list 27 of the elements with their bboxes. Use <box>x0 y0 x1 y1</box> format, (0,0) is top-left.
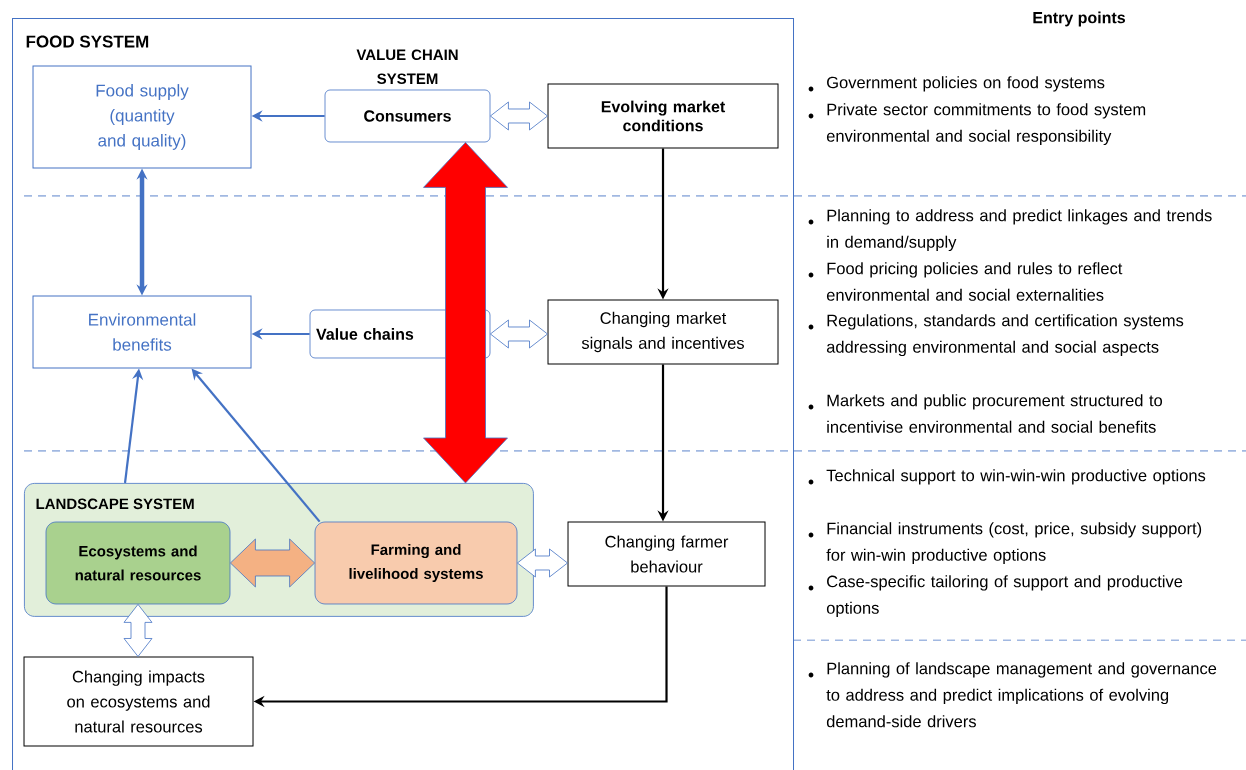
heading: VALUE CHAIN SYSTEM <box>356 49 458 85</box>
process-box: Farming and livelihood systems <box>314 521 518 605</box>
bullet-item: Food pricing policies and rules to reflect environmental and social externalities <box>808 262 1123 301</box>
process-box: Environmental benefits <box>32 295 252 369</box>
block-arrow <box>230 538 315 588</box>
block-arrow <box>423 142 508 484</box>
bullet-item: Planning to address and predict linkages and trends in demand/supply <box>808 209 1212 252</box>
process-box: Evolving market conditions <box>547 83 779 149</box>
bullet-item: Government policies on food systems <box>808 76 1105 92</box>
block-arrow <box>490 319 548 349</box>
heading: Entry points <box>1033 11 1125 27</box>
bullet-item: Regulations, standards and certification systems addressing environmental and social aspects <box>808 314 1184 357</box>
bullet-item: Private sector commitments to food system environmental and social responsibility <box>808 103 1146 146</box>
block-arrow <box>123 604 153 657</box>
bullet-item: Markets and public procurement structured to incentivise environmental and social benefits <box>808 394 1163 433</box>
process-box: Changing farmer behaviour <box>567 521 766 587</box>
process-box: Ecosystems and natural resources <box>45 521 231 605</box>
bullet-item: Technical support to win-win-win productive options <box>808 469 1206 485</box>
process-box: Food supply (quantity and quality) <box>32 65 252 169</box>
bullet-item: Planning of landscape management and governance to address and predict implications of evolving demand-side drivers <box>808 662 1217 728</box>
bullet-item: Financial instruments (cost, price, subsidy support) for win-win productive options <box>808 522 1202 565</box>
block-arrow <box>490 101 548 131</box>
process-box: Changing market signals and incentives <box>547 299 779 365</box>
bullet-item: Case-specific tailoring of support and productive options <box>808 575 1183 618</box>
block-arrow <box>517 548 568 578</box>
process-box: Changing impacts on ecosystems and natural resources <box>23 656 254 747</box>
process-box: Consumers <box>324 89 491 143</box>
